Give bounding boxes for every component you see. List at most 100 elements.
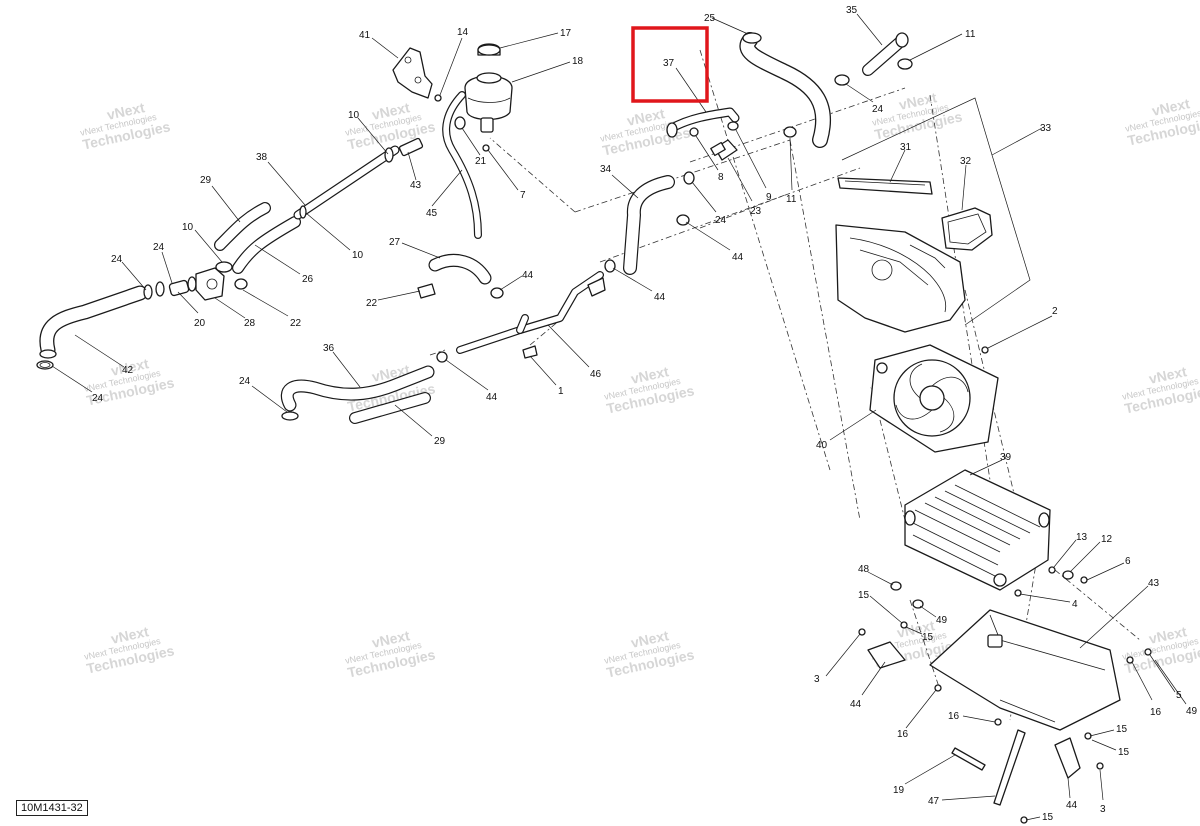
- screw-14[interactable]: [434, 94, 442, 102]
- thermostat-housing-28[interactable]: [195, 267, 225, 301]
- grommet-13[interactable]: [1048, 566, 1056, 574]
- bolt-4[interactable]: [1014, 589, 1022, 597]
- clamp-24-upper-left[interactable]: [143, 281, 165, 300]
- pipe-47[interactable]: [456, 271, 606, 354]
- bracket-42[interactable]: [1054, 737, 1081, 779]
- foam-30-right[interactable]: [941, 207, 993, 251]
- svg-text:vNext: vNext: [109, 355, 150, 379]
- fan-shroud-31[interactable]: [835, 224, 966, 333]
- watermark: vNext vNext Technologies Technologies: [83, 623, 176, 676]
- callouts: 41 14 17 18 10 43 21 7 45 38 10 29 10 26…: [51, 5, 1198, 823]
- callout-37: 39: [1000, 452, 1012, 463]
- fitting-23[interactable]: [710, 139, 738, 161]
- bracket-48[interactable]: [993, 729, 1026, 806]
- hose-33[interactable]: [862, 32, 909, 76]
- hose-26[interactable]: [215, 216, 301, 274]
- callout-33: 35: [846, 5, 858, 16]
- callout-4: 4: [1072, 599, 1078, 610]
- callout-12: 12: [1101, 534, 1113, 545]
- callout-20: 20: [194, 318, 206, 329]
- callout-16: 16: [897, 729, 909, 740]
- callout-11: 11: [786, 194, 797, 205]
- callout-18: 18: [572, 56, 584, 67]
- callout-24: 24: [239, 376, 251, 387]
- fan-38[interactable]: [869, 344, 999, 453]
- screw-7[interactable]: [482, 144, 490, 152]
- clamp-44-right[interactable]: [604, 259, 616, 273]
- callout-49: 48: [858, 564, 870, 575]
- watermark: vNext vNext Technologies Technologies: [344, 99, 437, 152]
- screw-16-left[interactable]: [934, 684, 942, 692]
- clamp-9[interactable]: [727, 121, 739, 131]
- strip-19[interactable]: [951, 747, 986, 771]
- radiator-37[interactable]: [904, 469, 1051, 591]
- screw-15-a[interactable]: [900, 621, 908, 629]
- callout-3: 3: [814, 674, 820, 685]
- callout-15: 15: [922, 632, 934, 643]
- clamp-24-25[interactable]: [834, 74, 850, 86]
- callout-3: 3: [1100, 804, 1106, 815]
- screw-2[interactable]: [981, 346, 989, 354]
- callout-8: 8: [718, 172, 724, 183]
- callout-45: 44: [850, 699, 862, 710]
- clamp-24-left[interactable]: [36, 360, 54, 370]
- callout-46: 45: [426, 208, 438, 219]
- callout-10: 10: [348, 110, 360, 121]
- highlight-box-part-35: [631, 26, 709, 103]
- hose-46[interactable]: [442, 91, 482, 239]
- bracket-39[interactable]: [392, 47, 433, 99]
- fitting-20[interactable]: [168, 276, 197, 297]
- clamp-24-lower[interactable]: [281, 411, 299, 421]
- callout-30: 31: [900, 142, 912, 153]
- clamp-44-47[interactable]: [436, 351, 448, 363]
- hose-35[interactable]: [666, 107, 740, 138]
- hose-40[interactable]: [39, 285, 148, 359]
- hose-27[interactable]: [428, 254, 492, 285]
- clamp-21[interactable]: [454, 116, 466, 130]
- clamp-44-lower[interactable]: [490, 287, 504, 299]
- cap-17[interactable]: [477, 43, 501, 56]
- callout-1: 1: [558, 386, 564, 397]
- screw-16-mid[interactable]: [994, 718, 1002, 726]
- bracket-45[interactable]: [867, 641, 906, 669]
- clamp-22-left[interactable]: [234, 278, 248, 290]
- clamp-8[interactable]: [689, 127, 699, 137]
- bracket-43[interactable]: [929, 609, 1121, 731]
- screw-3-left[interactable]: [858, 628, 866, 636]
- hose-25[interactable]: [739, 32, 832, 148]
- clip-1[interactable]: [522, 345, 538, 359]
- pipe-36[interactable]: [293, 145, 400, 220]
- hose-34[interactable]: [280, 365, 435, 412]
- fitting-41[interactable]: [398, 137, 424, 157]
- clamp-24-mid[interactable]: [683, 171, 695, 185]
- foam-30-left[interactable]: [837, 177, 933, 195]
- screw-16-right[interactable]: [1126, 656, 1134, 664]
- callout-36: 38: [256, 152, 268, 163]
- clamp-10-left[interactable]: [384, 147, 394, 163]
- clamp-11-mid[interactable]: [783, 126, 797, 138]
- grommet-49-a[interactable]: [890, 581, 902, 591]
- screw-5[interactable]: [1144, 648, 1152, 656]
- hose-32[interactable]: [623, 175, 675, 275]
- callout-25: 25: [704, 13, 716, 24]
- callout-24: 24: [153, 242, 165, 253]
- screw-3-right[interactable]: [1096, 762, 1104, 770]
- callout-13: 13: [1076, 532, 1088, 543]
- callout-28: 28: [244, 318, 256, 329]
- watermark: vNext vNext Technologies Technologies: [603, 627, 696, 680]
- clamp-22-mid[interactable]: [417, 283, 436, 299]
- clamp-44-mid[interactable]: [676, 214, 690, 226]
- coolant-reservoir-18[interactable]: [464, 72, 513, 133]
- svg-text:vNext: vNext: [105, 99, 146, 123]
- callout-44: 44: [732, 252, 744, 263]
- hose-29-upper[interactable]: [214, 202, 271, 251]
- sleeve-29-lower[interactable]: [349, 392, 431, 424]
- clamp-11-top[interactable]: [897, 58, 913, 70]
- callout-15: 15: [1118, 747, 1130, 758]
- callout-5: 49: [1186, 706, 1198, 717]
- callout-43: 43: [1148, 578, 1160, 589]
- grommet-12[interactable]: [1062, 570, 1074, 580]
- nut-6[interactable]: [1080, 576, 1088, 584]
- drawing-code-label: 10M1431-32: [16, 800, 88, 816]
